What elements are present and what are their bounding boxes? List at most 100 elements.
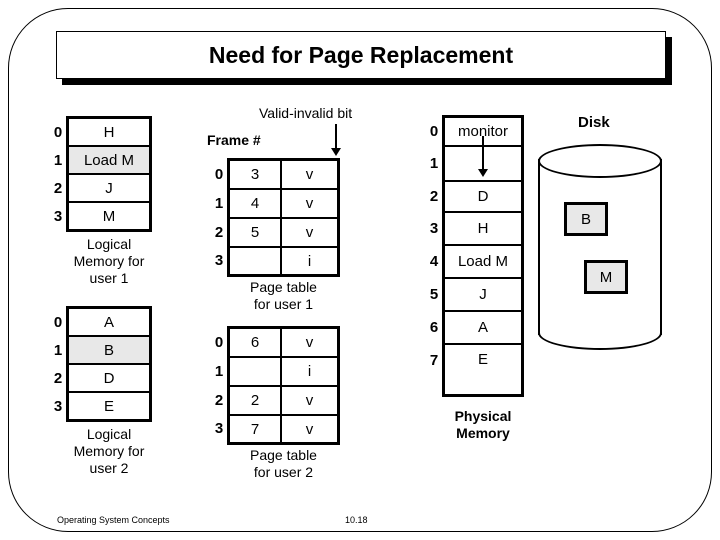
disk-block: B	[564, 202, 608, 236]
disk-block: M	[584, 260, 628, 294]
caption-line: Page table	[250, 279, 317, 295]
logical-memory-user1-table: 0 H 1 Load M 2 J 3 M	[54, 116, 152, 232]
physical-memory-arrow-head	[478, 169, 488, 177]
valid-cell: v	[305, 392, 314, 409]
row-index: 0	[53, 123, 63, 141]
row-index: 4	[429, 253, 439, 270]
caption-line: for user 2	[253, 464, 314, 481]
caption-line: Physical	[454, 408, 512, 424]
table-row: 3 H	[430, 213, 521, 246]
page-table-user2: 0 6 v 1 i 2 2 v 3 7 v	[215, 326, 340, 445]
row-index: 3	[214, 420, 224, 437]
valid-cell: v	[305, 224, 314, 241]
cell-value: Load M	[457, 253, 509, 270]
logical-memory-user2-caption: Logical Memory for user 2	[46, 426, 172, 477]
table-row: 3 i	[215, 248, 337, 275]
frame-cell: 5	[230, 219, 282, 246]
table-row: 6 A	[430, 312, 521, 345]
caption-line: Memory for	[73, 253, 145, 270]
frame-cell: 6	[230, 329, 282, 356]
page-table-user1: 0 3 v 1 4 v 2 5 v 3 i	[215, 158, 340, 277]
footer-course-title: Operating System Concepts	[57, 515, 170, 525]
cell-value: D	[103, 369, 115, 387]
valid-cell: v	[305, 195, 314, 212]
disk-label: Disk	[578, 114, 610, 131]
row-index: 1	[214, 363, 224, 380]
caption-line: user 2	[89, 460, 129, 477]
caption-line: Memory	[456, 425, 510, 442]
caption-line: Page table	[250, 447, 317, 463]
valid-cell: i	[307, 363, 312, 380]
title-box: Need for Page Replacement	[56, 31, 666, 79]
row-index: 1	[53, 151, 63, 169]
valid-cell: v	[305, 421, 314, 438]
row-index: 1	[53, 341, 63, 359]
cell-value: B	[103, 341, 114, 359]
row-index: 2	[214, 392, 224, 409]
cell-value: E	[477, 351, 488, 368]
valid-invalid-arrow-shaft	[335, 124, 337, 150]
table-row: 2 D	[430, 182, 521, 213]
physical-memory-caption: Physical Memory	[423, 408, 543, 442]
table-row: 1 4 v	[215, 190, 337, 219]
table-row: 0 6 v	[215, 329, 337, 358]
row-index: 0	[53, 313, 63, 331]
cell-value: E	[103, 397, 114, 415]
row-index: 7	[429, 352, 439, 369]
table-row: 1 Load M	[54, 147, 149, 175]
valid-cell: v	[305, 166, 314, 183]
table-row: 1	[430, 147, 521, 182]
cell-value: M	[102, 207, 116, 225]
row-index: 3	[53, 397, 63, 415]
cell-value: J	[105, 179, 113, 197]
valid-cell: v	[305, 334, 314, 351]
valid-cell: i	[307, 253, 312, 270]
table-row: 0 3 v	[215, 161, 337, 190]
disk-top-ellipse	[538, 144, 662, 178]
cell-value: D	[477, 188, 489, 205]
frame-cell: 2	[230, 387, 282, 414]
table-row: 7 E	[430, 345, 521, 391]
table-row: 3 E	[54, 393, 149, 419]
footer-page-number: 10.18	[345, 515, 368, 525]
row-index: 1	[214, 195, 224, 212]
frame-cell	[230, 248, 282, 275]
row-index: 2	[53, 179, 63, 197]
cell-value: H	[477, 220, 489, 237]
frame-number-label: Frame #	[207, 132, 261, 148]
caption-line: Memory for	[73, 443, 145, 460]
logical-memory-user1-caption: Logical Memory for user 1	[46, 236, 172, 287]
table-row: 2 D	[54, 365, 149, 393]
cell-value: A	[103, 313, 114, 331]
row-index: 1	[429, 155, 439, 172]
table-row: 4 Load M	[430, 246, 521, 279]
table-row: 1 B	[54, 337, 149, 365]
caption-line: Logical	[86, 236, 132, 252]
table-row: 3 M	[54, 203, 149, 229]
page-table-user2-caption: Page table for user 2	[223, 447, 344, 481]
table-row: 0 H	[54, 119, 149, 147]
row-index: 3	[214, 252, 224, 269]
page-table-user1-caption: Page table for user 1	[223, 279, 344, 313]
table-row: 2 5 v	[215, 219, 337, 248]
caption-line: for user 1	[253, 296, 314, 313]
row-index: 2	[53, 369, 63, 387]
table-row: 2 2 v	[215, 387, 337, 416]
table-row: 5 J	[430, 279, 521, 312]
table-row: 3 7 v	[215, 416, 337, 443]
row-index: 3	[53, 207, 63, 225]
logical-memory-user2-table: 0 A 1 B 2 D 3 E	[54, 306, 152, 422]
caption-line: user 1	[89, 270, 129, 287]
row-index: 5	[429, 286, 439, 303]
caption-line: Logical	[86, 426, 132, 442]
row-index: 2	[214, 224, 224, 241]
row-index: 0	[214, 334, 224, 351]
cell-value: Load M	[83, 151, 135, 169]
frame-cell: 4	[230, 190, 282, 217]
table-row: 0 A	[54, 309, 149, 337]
frame-cell: 3	[230, 161, 282, 188]
cell-value: A	[477, 319, 488, 336]
valid-invalid-bit-label: Valid-invalid bit	[259, 105, 353, 121]
cell-value: monitor	[457, 123, 509, 140]
